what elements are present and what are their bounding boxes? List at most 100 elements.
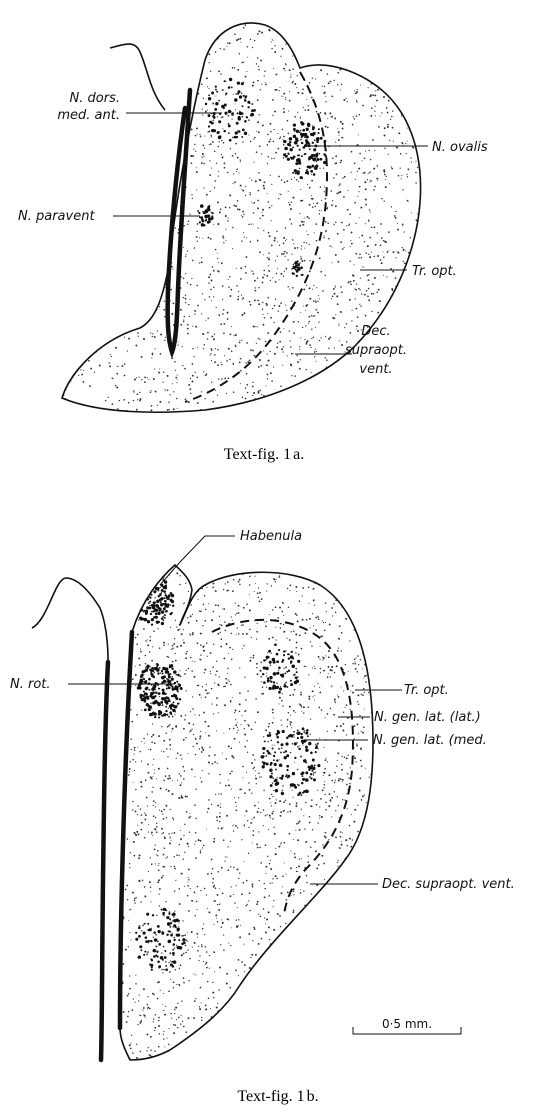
cell-dot	[336, 295, 338, 297]
cell-dot	[395, 211, 396, 212]
cell-dot	[218, 712, 219, 713]
cell-dot	[349, 299, 351, 301]
cell-dot	[173, 643, 175, 645]
cell-dot	[220, 793, 222, 795]
cell-dot	[134, 754, 135, 755]
cell-dot	[356, 745, 358, 747]
cell-dot	[363, 677, 364, 678]
cell-dot-dense	[295, 676, 298, 679]
cell-dot	[252, 834, 254, 836]
cell-dot	[194, 892, 196, 894]
cell-dot	[315, 327, 316, 328]
cell-dot	[376, 291, 378, 293]
cell-dot-dense	[145, 940, 148, 943]
cell-dot	[176, 1007, 177, 1008]
cell-dot	[164, 915, 165, 916]
cell-dot	[325, 794, 326, 795]
cell-dot	[355, 92, 357, 94]
cell-dot	[221, 140, 223, 142]
cell-dot	[89, 385, 91, 387]
cell-dot	[354, 118, 355, 119]
cell-dot	[352, 839, 354, 841]
cell-dot	[299, 368, 301, 370]
cell-dot	[231, 350, 233, 352]
cell-dot	[220, 646, 222, 648]
cell-dot	[192, 260, 194, 262]
cell-dot	[291, 353, 293, 355]
cell-dot	[140, 808, 142, 810]
cell-dot	[311, 338, 312, 339]
cell-dot	[244, 734, 246, 736]
cell-dot	[195, 372, 196, 373]
cell-dot-dense	[144, 951, 146, 953]
cell-dot	[223, 839, 225, 841]
cell-dot	[274, 305, 276, 307]
cell-dot	[165, 858, 166, 859]
cell-dot	[286, 180, 288, 182]
cell-dot	[365, 151, 366, 152]
cell-dot	[196, 909, 197, 910]
cell-dot-dense	[277, 730, 279, 732]
cell-dot	[154, 1027, 156, 1029]
cell-dot	[135, 666, 136, 667]
cell-dot	[193, 734, 194, 735]
cell-dot	[295, 668, 297, 670]
cell-dot	[185, 1031, 187, 1033]
cell-dot	[257, 711, 259, 713]
cell-dot	[257, 121, 259, 123]
cell-dot	[227, 679, 228, 680]
cell-dot	[158, 372, 160, 374]
cell-dot	[324, 191, 325, 192]
cell-dot	[347, 209, 348, 210]
cell-dot	[290, 346, 292, 348]
cell-dot	[362, 695, 364, 697]
cell-dot	[323, 787, 324, 788]
cell-dot	[320, 271, 322, 273]
cell-dot-dense	[208, 94, 210, 96]
cell-dot	[158, 981, 160, 983]
cell-dot	[147, 764, 149, 766]
cell-dot-dense	[296, 275, 298, 277]
cell-dot-dense	[141, 670, 144, 673]
cell-dot	[371, 227, 373, 229]
cell-dot	[201, 257, 202, 258]
cell-dot	[279, 245, 280, 246]
cell-dot	[384, 135, 386, 137]
cell-dot-dense	[301, 782, 303, 784]
cell-dot	[187, 949, 188, 950]
cell-dot	[346, 704, 348, 706]
cell-dot	[384, 174, 386, 176]
cell-dot	[307, 184, 308, 185]
cell-dot	[190, 393, 191, 394]
cell-dot-dense	[140, 674, 143, 677]
cell-dot	[135, 637, 137, 639]
cell-dot	[150, 776, 152, 778]
cell-dot	[158, 1025, 160, 1027]
cell-dot	[329, 81, 331, 83]
cell-dot	[280, 386, 282, 388]
cell-dot	[383, 240, 384, 241]
cell-dot	[291, 365, 293, 367]
cell-dot	[283, 243, 284, 244]
cell-dot	[360, 84, 361, 85]
cell-dot	[258, 390, 260, 392]
cell-dot	[383, 169, 385, 171]
cell-dot	[212, 266, 214, 268]
cell-dot	[280, 331, 282, 333]
cell-dot	[302, 745, 303, 746]
cell-dot	[132, 678, 134, 680]
cell-dot	[235, 345, 236, 346]
cell-dot	[237, 208, 239, 210]
cell-dot	[195, 817, 197, 819]
cell-dot	[376, 100, 378, 102]
cell-dot	[278, 748, 280, 750]
cell-dot	[255, 775, 256, 776]
cell-dot	[233, 867, 234, 868]
cell-dot	[271, 48, 272, 49]
cell-dot	[374, 150, 375, 151]
cell-dot	[176, 646, 178, 648]
cell-dot-dense	[247, 101, 250, 104]
cell-dot	[365, 204, 367, 206]
cell-dot	[287, 120, 289, 122]
cell-dot	[208, 237, 210, 239]
